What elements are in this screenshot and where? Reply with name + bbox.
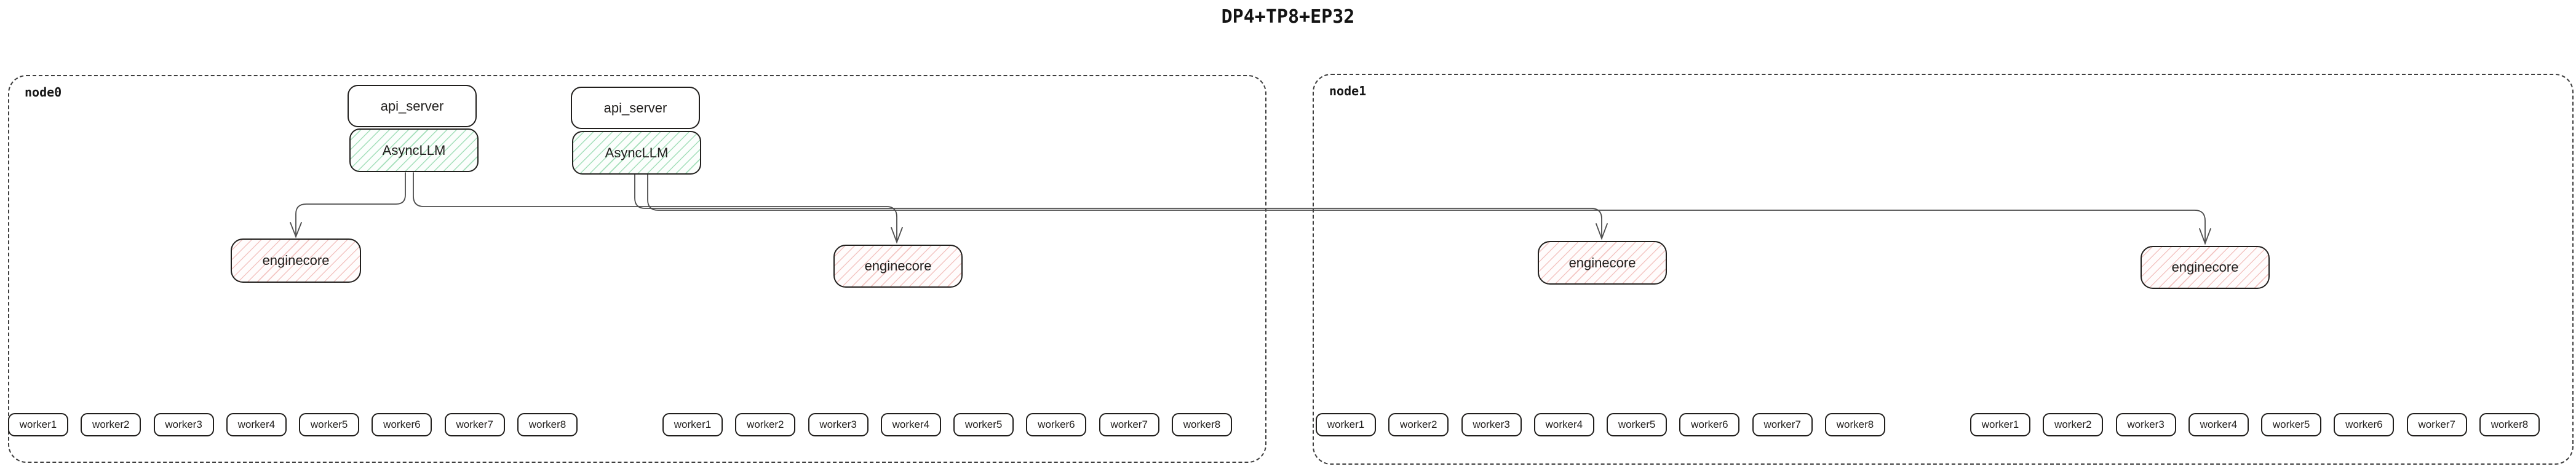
api-server-box-1: api_server xyxy=(348,85,477,127)
api-server-box-2: api_server xyxy=(571,87,700,129)
asyncllm-box-1: AsyncLLM xyxy=(349,128,479,172)
worker-box: worker8 xyxy=(517,413,578,436)
worker-box: worker7 xyxy=(444,413,505,436)
worker-box: worker1 xyxy=(1970,413,2030,436)
worker-box: worker3 xyxy=(2115,413,2176,436)
worker-group-2: worker1 worker2 worker3 worker4 worker5 … xyxy=(662,413,1232,436)
node0-container: node0 xyxy=(8,75,1266,463)
worker-box: worker3 xyxy=(1461,413,1522,436)
worker-box: worker4 xyxy=(2188,413,2249,436)
enginecore-box-3: enginecore xyxy=(1538,241,1667,285)
worker-box: worker5 xyxy=(1607,413,1668,436)
worker-box: worker3 xyxy=(153,413,214,436)
worker-box: worker6 xyxy=(1026,413,1087,436)
worker-group-4: worker1 worker2 worker3 worker4 worker5 … xyxy=(1970,413,2540,436)
worker-box: worker7 xyxy=(2406,413,2467,436)
diagram-title: DP4+TP8+EP32 xyxy=(1221,6,1355,28)
worker-box: worker5 xyxy=(2261,413,2322,436)
node1-container: node1 xyxy=(1313,74,2574,465)
worker-box: worker8 xyxy=(1824,413,1885,436)
worker-box: worker7 xyxy=(1752,413,1813,436)
worker-box: worker6 xyxy=(372,413,432,436)
worker-box: worker8 xyxy=(2479,413,2540,436)
worker-box: worker1 xyxy=(662,413,723,436)
worker-group-1: worker1 worker2 worker3 worker4 worker5 … xyxy=(8,413,578,436)
worker-box: worker5 xyxy=(953,413,1014,436)
node0-label: node0 xyxy=(25,85,62,100)
enginecore-box-4: enginecore xyxy=(2141,246,2270,289)
worker-box: worker8 xyxy=(1171,413,1232,436)
worker-box: worker3 xyxy=(808,413,869,436)
enginecore-box-1: enginecore xyxy=(231,238,361,283)
worker-box: worker6 xyxy=(1679,413,1740,436)
worker-box: worker5 xyxy=(299,413,360,436)
worker-box: worker2 xyxy=(2043,413,2104,436)
worker-box: worker7 xyxy=(1099,413,1159,436)
worker-box: worker2 xyxy=(735,413,796,436)
worker-group-3: worker1 worker2 worker3 worker4 worker5 … xyxy=(1316,413,1885,436)
worker-box: worker1 xyxy=(1316,413,1376,436)
node1-label: node1 xyxy=(1329,84,1367,98)
worker-box: worker4 xyxy=(226,413,287,436)
worker-box: worker2 xyxy=(1388,413,1449,436)
worker-box: worker6 xyxy=(2334,413,2395,436)
worker-box: worker2 xyxy=(81,413,141,436)
worker-box: worker4 xyxy=(1533,413,1594,436)
enginecore-box-2: enginecore xyxy=(833,245,963,288)
asyncllm-box-2: AsyncLLM xyxy=(572,131,701,175)
worker-box: worker4 xyxy=(880,413,941,436)
worker-box: worker1 xyxy=(8,413,68,436)
